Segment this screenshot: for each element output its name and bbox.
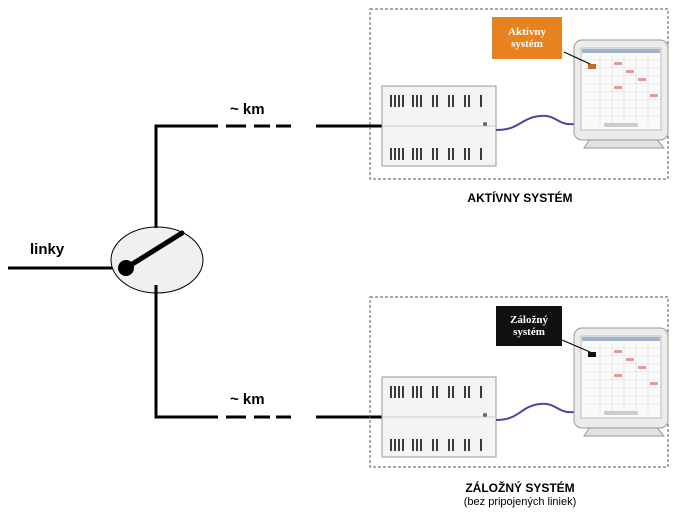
switch-body	[110, 226, 204, 294]
active-badge-line1: Aktívny	[508, 26, 546, 38]
upper-branch	[154, 124, 218, 228]
backup-monitor	[573, 327, 669, 437]
backup-system-note: (bez pripojených liniek)	[463, 496, 577, 508]
backup-badge-line1: Záložný	[510, 314, 548, 326]
active-monitor	[573, 39, 669, 149]
switch-pivot	[118, 260, 134, 276]
active-system-title: AKTÍVNY SYSTÉM	[467, 191, 573, 205]
distance-label-top: ~ km	[230, 101, 265, 118]
active-system-badge: Aktívny systém	[492, 17, 562, 59]
active-badge-pointer	[563, 51, 591, 65]
backup-cable	[495, 402, 575, 421]
switch-lever	[123, 230, 185, 271]
active-badge-line2: systém	[511, 38, 543, 50]
distance-label-bottom: ~ km	[230, 391, 265, 408]
backup-system-title: ZÁLOŽNÝ SYSTÉM	[465, 481, 575, 495]
backup-system-badge: Záložný systém	[496, 306, 562, 346]
active-rack-unit	[381, 85, 497, 167]
backup-rack-unit	[381, 376, 497, 458]
lines-label: linky	[30, 241, 65, 258]
lower-branch	[154, 285, 218, 419]
backup-badge-line2: systém	[513, 326, 545, 338]
backup-badge-pointer	[561, 339, 591, 353]
active-cable	[495, 114, 575, 131]
